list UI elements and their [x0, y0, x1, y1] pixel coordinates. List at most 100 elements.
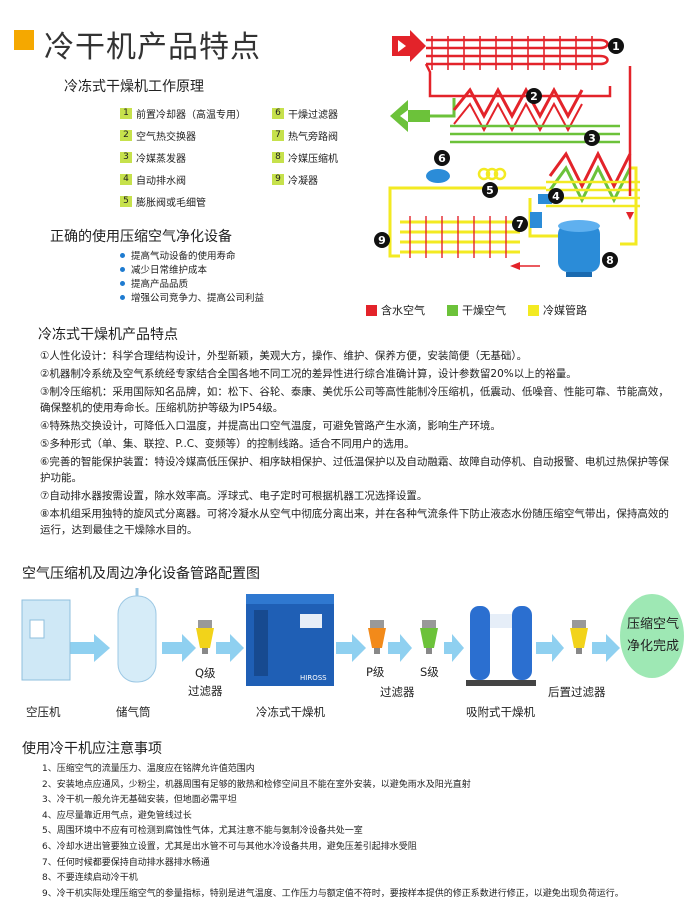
marker-9: 9: [374, 232, 390, 248]
marker-6: 6: [434, 150, 450, 166]
svg-text:6: 6: [438, 152, 446, 165]
svg-text:2: 2: [530, 90, 538, 103]
bullet-icon: [120, 252, 125, 258]
legend-label: 含水空气: [381, 304, 425, 317]
note-item: 5、周围环境中不应有可检测到腐蚀性气体，尤其注意不能与氨制冷设备共处一室: [42, 826, 363, 837]
feature-item: ①人性化设计：科学合理结构设计，外型新颖，美观大方，操作、维护、保养方便，安装简…: [40, 350, 528, 362]
component-item: 5 膨胀阀或毛细管: [120, 190, 250, 212]
pipeline-heading: 空气压缩机及周边净化设备管路配置图: [22, 566, 260, 582]
marker-2: 2: [526, 88, 542, 104]
usage-item-label: 提高产品品质: [131, 279, 189, 290]
feature-item: ③制冷压缩机：采用国际知名品牌，如：松下、谷轮、泰康、美优乐公司等高性能制冷压缩…: [40, 386, 669, 414]
component-label: 膨胀阀或毛细管: [136, 197, 206, 209]
compressor-label: 空压机: [26, 705, 61, 719]
air-compressor-icon: [21, 599, 71, 681]
filters-label: 过滤器: [380, 685, 415, 699]
legend-item: 干燥空气: [447, 302, 506, 318]
component-label: 热气旁路阀: [288, 131, 338, 143]
component-item: 7 热气旁路阀: [272, 124, 382, 146]
feature-item: ⑧本机组采用独特的旋风式分离器。可将冷凝水从空气中彻底分离出来，并在各种气流条件…: [40, 508, 669, 536]
bullet-icon: [120, 280, 125, 286]
marker-5: 5: [482, 182, 498, 198]
feature-item: ④特殊热交换设计，可降低入口温度，并提高出口空气温度，可避免管路产生水滴，影响生…: [40, 420, 501, 432]
evaporator-coil: [546, 150, 640, 208]
marker-3: 3: [584, 130, 600, 146]
usage-item: 提高气动设备的使用寿命: [120, 248, 264, 262]
component-number: 8: [272, 151, 284, 163]
usage-item: 提高产品品质: [120, 276, 264, 290]
wet-air-inlet-arrow: [392, 30, 426, 62]
svg-text:4: 4: [552, 190, 560, 203]
principle-heading: 冷冻式干燥机工作原理: [64, 79, 204, 95]
component-label: 自动排水阀: [136, 175, 186, 187]
legend-swatch: [528, 304, 539, 316]
dryer-brand-label: HIROSS: [300, 674, 327, 682]
dry-air-outlet-arrow: [390, 100, 430, 132]
legend-label: 冷媒管路: [543, 304, 587, 317]
component-label: 冷凝器: [288, 175, 318, 187]
note-item: 1、压缩空气的流量压力、温度应在铭牌允许值范围内: [42, 764, 255, 774]
usage-item-label: 减少日常维护成本: [131, 265, 208, 276]
marker-7: 7: [512, 216, 528, 232]
legend-item: 含水空气: [366, 302, 425, 318]
legend-item: 冷媒管路: [528, 302, 587, 318]
svg-text:9: 9: [378, 234, 386, 247]
note-item: 8、不要连续启动冷干机: [42, 873, 138, 884]
post-filter-icon: [570, 620, 588, 654]
marker-1: 1: [608, 38, 624, 54]
usage-item-label: 提高气动设备的使用寿命: [131, 251, 236, 262]
usage-item: 减少日常维护成本: [120, 262, 264, 276]
bypass-valve-icon: [530, 212, 542, 228]
svg-text:8: 8: [606, 254, 614, 267]
p-filter-label: P级: [366, 665, 385, 679]
note-item: 2、安装地点应通风，少粉尘，机器周围有足够的散热和检修空间且不能在室外安装，以避…: [42, 779, 471, 790]
component-item: 4 自动排水阀: [120, 168, 250, 190]
note-item: 7、任何时候都要保持自动排水器排水畅通: [42, 857, 210, 868]
marker-8: 8: [602, 252, 618, 268]
component-number: 4: [120, 173, 132, 185]
component-label: 干燥过滤器: [288, 109, 338, 121]
svg-text:7: 7: [516, 218, 524, 231]
p-filter-icon: [368, 620, 386, 654]
notes-list: 1、压缩空气的流量压力、温度应在铭牌允许值范围内 2、安装地点应通风，少粉尘，机…: [42, 762, 682, 902]
tank-label: 储气筒: [116, 705, 151, 719]
svg-text:1: 1: [612, 40, 620, 53]
refrigeration-compressor-icon: [558, 220, 600, 277]
legend-swatch: [366, 304, 377, 316]
adsorption-dryer-icon: [466, 606, 536, 686]
purification-complete-label: 压缩空气 净化完成: [626, 617, 679, 654]
q-filter-icon: [196, 620, 214, 654]
component-label: 冷媒蒸发器: [136, 153, 186, 165]
auto-drain-valve-icon: [538, 194, 552, 204]
component-number: 3: [120, 151, 132, 163]
legend-swatch: [447, 304, 458, 316]
bullet-icon: [120, 266, 125, 272]
component-label: 冷媒压缩机: [288, 153, 338, 165]
q-filter-label: Q级 过滤器: [188, 666, 223, 698]
component-label: 前置冷却器（高温专用）: [136, 109, 246, 121]
expansion-valve-icon: [477, 167, 507, 181]
notes-heading: 使用冷干机应注意事项: [22, 741, 162, 757]
component-number: 5: [120, 195, 132, 207]
refrigeration-diagram: 1 2 3 4 5 6 7 8 9: [374, 30, 640, 277]
usage-item-label: 增强公司竞争力、提高公司利益: [131, 293, 265, 304]
component-number: 6: [272, 107, 284, 119]
component-label: 空气热交换器: [136, 131, 196, 143]
feature-item: ⑥完善的智能保护装置：特设冷媒高低压保护、相序缺相保护、过低温保护以及自动融霜、…: [40, 456, 669, 484]
feature-item: ⑦自动排水器按需设置，除水效率高。浮球式、电子定时可根据机器工况选择设置。: [40, 490, 428, 502]
component-item: 2 空气热交换器: [120, 124, 250, 146]
post-filter-label: 后置过滤器: [548, 685, 606, 699]
s-filter-label: S级: [420, 665, 439, 679]
component-number: 7: [272, 129, 284, 141]
component-number: 2: [120, 129, 132, 141]
note-item: 4、应尽量靠近用气点，避免管线过长: [42, 810, 192, 821]
refrigerant-piping: [388, 166, 638, 258]
drying-filter-icon: [426, 169, 450, 183]
pre-cooler-coil: [424, 36, 612, 98]
component-item: 3 冷媒蒸发器: [120, 146, 250, 168]
purification-complete-badge: [620, 594, 684, 678]
feature-item: ⑤多种形式（单、集、联控、P..C、变频等）的控制线路。适合不同用户的选用。: [40, 438, 415, 450]
